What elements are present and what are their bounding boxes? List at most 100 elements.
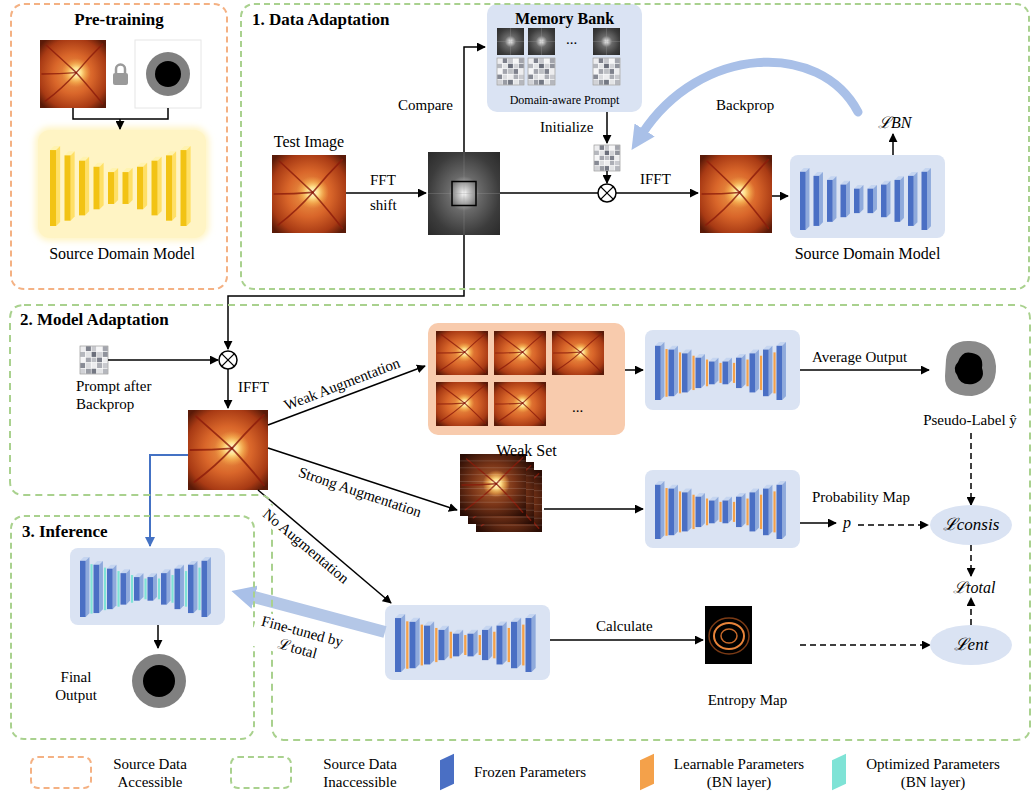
illustration-part	[604, 63, 609, 68]
illustration-part	[709, 501, 715, 524]
legend-sample	[30, 756, 92, 789]
illustration-part	[464, 635, 466, 655]
illustration-part	[594, 145, 620, 171]
illustration-part	[688, 489, 692, 532]
illustration-part	[71, 151, 75, 220]
illustration-part	[80, 352, 86, 358]
illustration-part	[721, 629, 737, 643]
illustration-part	[707, 161, 739, 192]
illustration-part	[719, 502, 721, 522]
illustration-part	[598, 74, 603, 79]
illustration-part	[736, 358, 742, 388]
illustration-part	[544, 58, 549, 63]
illustration-part	[47, 45, 77, 72]
illustration-part	[502, 74, 507, 79]
panel-heading: 1. Data Adaptation	[252, 10, 389, 30]
illustration-part	[714, 623, 744, 649]
illustration-part	[435, 628, 437, 662]
illustration-part	[185, 571, 187, 607]
illustration-part	[188, 410, 268, 490]
illustration-part	[476, 525, 542, 526]
text-holder: Source Domain Model	[795, 244, 941, 263]
step-label: Average Output	[812, 348, 907, 366]
illustration-part	[750, 492, 756, 531]
legend-sample	[230, 756, 292, 789]
illustration-part	[499, 335, 522, 353]
illustration-part	[513, 74, 518, 79]
illustration-part	[539, 80, 544, 85]
illustration-part	[519, 63, 524, 68]
augmentation-label: No Augmentation	[259, 505, 353, 588]
illustration-part	[528, 80, 533, 85]
illustration-part	[773, 491, 775, 532]
illustration-part	[496, 403, 523, 405]
illustration-part	[502, 69, 507, 74]
illustration-part	[513, 63, 518, 68]
illustration-part	[460, 454, 526, 516]
illustration-part	[102, 368, 108, 374]
illustration-part	[740, 192, 769, 228]
illustration-part	[102, 357, 108, 363]
illustration-part	[655, 485, 661, 539]
illustration-part	[806, 168, 810, 230]
node-text: Memory Bank	[515, 9, 614, 28]
illustration-part	[108, 172, 114, 204]
illustration-part	[80, 346, 108, 374]
illustration-part	[508, 628, 510, 662]
illustration-part	[598, 80, 603, 85]
text-holder: 1. Data Adaptation	[252, 10, 389, 30]
illustration-part	[497, 69, 502, 74]
illustration-part	[706, 192, 740, 225]
illustration-part	[202, 561, 208, 617]
illustration-part	[733, 502, 735, 522]
illustration-part	[453, 634, 459, 657]
panel-heading: Pre-training	[74, 10, 163, 30]
illustration-part	[113, 565, 117, 609]
illustration-part	[723, 501, 729, 524]
illustration-part	[598, 63, 603, 68]
dashed-arrow	[970, 433, 972, 505]
illustration-part	[222, 354, 235, 367]
illustration-part	[172, 151, 176, 220]
illustration-part	[467, 459, 497, 484]
illustration-part	[80, 368, 86, 374]
step-label: Calculate	[596, 617, 653, 635]
label-holder: ℒBN	[878, 113, 911, 132]
label-holder: Probability Map	[812, 488, 910, 506]
label-holder: shift	[370, 196, 397, 214]
text-holder: Domain-aware Prompt	[487, 90, 642, 108]
illustration-part	[462, 484, 496, 485]
illustration-part	[616, 192, 698, 194]
illustration-part	[513, 58, 518, 63]
illustration-part	[91, 363, 97, 369]
illustration-part	[679, 352, 681, 393]
illustration-part	[615, 63, 620, 68]
illustration-part	[171, 575, 173, 603]
illustration-part	[86, 346, 92, 352]
illustration-part	[460, 481, 526, 482]
variable-label: p	[843, 513, 851, 532]
illustration-part	[85, 157, 89, 216]
illustration-part	[428, 193, 500, 194]
label-holder: ℒtotal	[953, 578, 995, 597]
illustration-part	[705, 606, 752, 664]
illustration-part	[610, 166, 615, 171]
illustration-part	[73, 108, 168, 119]
illustration-part	[436, 382, 488, 426]
illustration-part	[508, 74, 513, 79]
weak-set-box: Weak Set	[428, 323, 625, 435]
illustration-part	[700, 155, 772, 233]
illustration-part	[598, 69, 603, 74]
illustration-part	[581, 334, 602, 352]
illustration-part	[955, 352, 983, 384]
text-holder: Source Domain Model	[49, 244, 195, 263]
illustration-part	[679, 491, 681, 532]
illustration-part	[132, 654, 186, 708]
illustration-part	[669, 350, 675, 397]
illustration-part	[80, 357, 86, 363]
illustration-part	[519, 80, 524, 85]
illustration-part	[219, 351, 237, 369]
illustration-part	[129, 168, 133, 204]
illustration-part	[841, 185, 847, 218]
